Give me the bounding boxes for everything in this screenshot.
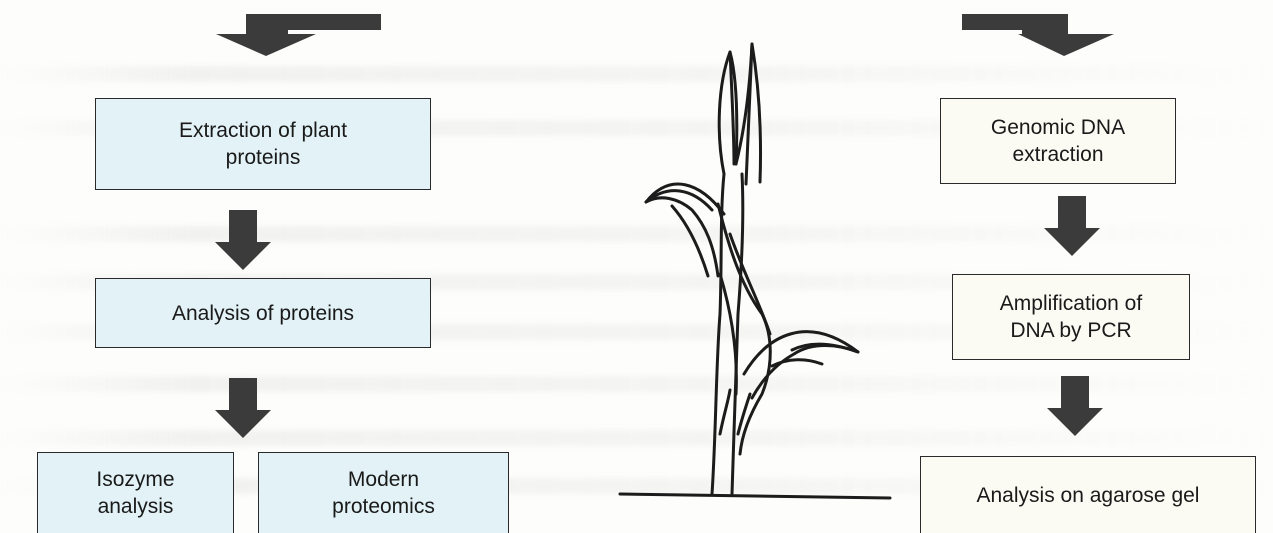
- pcr-amplification-label: Amplification of DNA by PCR: [1000, 290, 1142, 344]
- protein-extraction-box: Extraction of plant proteins: [95, 98, 431, 190]
- modern-proteomics-label: Modern proteomics: [332, 466, 435, 520]
- pcr-amplification-box: Amplification of DNA by PCR: [952, 274, 1190, 360]
- agarose-gel-box: Analysis on agarose gel: [920, 456, 1256, 533]
- isozyme-analysis-box: Isozyme analysis: [37, 452, 234, 533]
- modern-proteomics-box: Modern proteomics: [258, 452, 509, 533]
- elbow-down-arrow-right-icon: [960, 12, 1120, 57]
- down-arrow-icon: [213, 378, 273, 440]
- down-arrow-icon: [213, 210, 273, 272]
- dna-extraction-box: Genomic DNA extraction: [940, 98, 1176, 184]
- maize-plant-icon: [612, 14, 892, 524]
- elbow-down-arrow-left-icon: [208, 12, 383, 57]
- isozyme-analysis-label: Isozyme analysis: [96, 466, 174, 520]
- protein-analysis-box: Analysis of proteins: [95, 278, 431, 348]
- protein-analysis-label: Analysis of proteins: [172, 300, 354, 327]
- dna-extraction-label: Genomic DNA extraction: [991, 114, 1125, 168]
- down-arrow-icon: [1045, 376, 1105, 438]
- down-arrow-icon: [1042, 196, 1102, 258]
- agarose-gel-label: Analysis on agarose gel: [977, 482, 1200, 509]
- protein-extraction-label: Extraction of plant proteins: [179, 117, 347, 171]
